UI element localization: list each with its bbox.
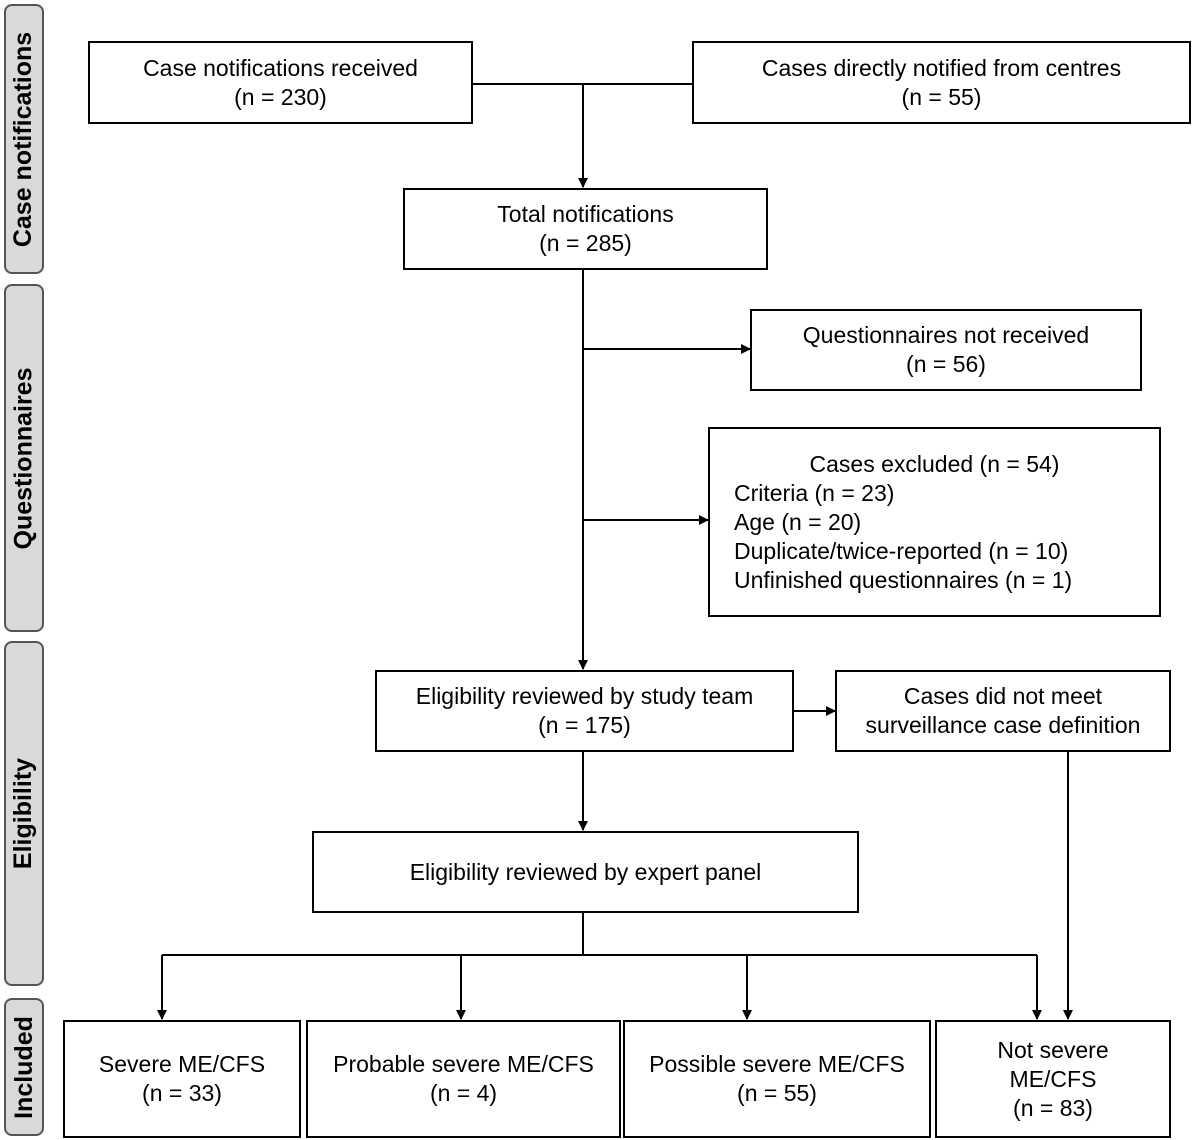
box-did-not-meet-line1: Cases did not meet	[903, 683, 1103, 709]
box-study-team-review-count: (n = 175)	[538, 712, 631, 738]
box-not-severe: Not severe ME/CFS (n = 83)	[935, 1020, 1171, 1138]
box-cases-excluded-title: Cases excluded (n = 54)	[809, 450, 1060, 477]
box-probable-severe: Probable severe ME/CFS (n = 4)	[306, 1020, 621, 1138]
phase-questionnaires-label: Questionnaires	[9, 367, 38, 549]
box-severe: Severe ME/CFS (n = 33)	[63, 1020, 301, 1138]
excluded-item-unfinished: Unfinished questionnaires (n = 1)	[734, 566, 1073, 593]
box-expert-panel-review-title: Eligibility reviewed by expert panel	[409, 858, 762, 885]
box-study-team-review-title: Eligibility reviewed by study team	[415, 683, 754, 709]
box-possible-severe-count: (n = 55)	[737, 1080, 817, 1106]
box-not-severe-line2: ME/CFS	[1009, 1065, 1097, 1092]
box-probable-severe-title: Probable severe ME/CFS	[333, 1051, 594, 1077]
box-directly-notified-count: (n = 55)	[901, 83, 982, 110]
box-study-team-review: Eligibility reviewed by study team (n = …	[375, 670, 794, 752]
box-questionnaires-not-received-title: Questionnaires not received	[802, 322, 1090, 348]
box-total-notifications-count: (n = 285)	[539, 230, 632, 256]
excluded-item-duplicate: Duplicate/twice-reported (n = 10)	[734, 537, 1069, 564]
box-expert-panel-review: Eligibility reviewed by expert panel	[312, 831, 859, 913]
box-directly-notified: Cases directly notified from centres (n …	[692, 41, 1191, 124]
excluded-item-age: Age (n = 20)	[734, 508, 862, 535]
box-notifications-received-title: Case notifications received	[143, 54, 418, 81]
box-notifications-received-count: (n = 230)	[234, 83, 327, 110]
box-severe-count: (n = 33)	[142, 1080, 222, 1106]
box-not-severe-line1: Not severe	[997, 1036, 1109, 1063]
box-possible-severe: Possible severe ME/CFS (n = 55)	[623, 1020, 931, 1138]
phase-eligibility-label: Eligibility	[9, 757, 38, 870]
phase-eligibility: Eligibility	[4, 641, 44, 986]
box-total-notifications: Total notifications (n = 285)	[403, 188, 768, 270]
phase-case-notifications-label: Case notifications	[9, 31, 38, 247]
box-cases-excluded: Cases excluded (n = 54) Criteria (n = 23…	[708, 427, 1161, 617]
phase-questionnaires: Questionnaires	[4, 284, 44, 632]
excluded-item-criteria: Criteria (n = 23)	[734, 479, 895, 506]
box-did-not-meet-definition: Cases did not meet surveillance case def…	[835, 670, 1171, 752]
box-severe-title: Severe ME/CFS	[98, 1051, 266, 1077]
box-possible-severe-title: Possible severe ME/CFS	[649, 1051, 905, 1077]
box-notifications-received: Case notifications received (n = 230)	[88, 41, 473, 124]
box-did-not-meet-line2: surveillance case definition	[865, 712, 1141, 738]
phase-included-label: Included	[9, 1015, 38, 1119]
phase-case-notifications: Case notifications	[4, 4, 44, 274]
box-questionnaires-not-received-count: (n = 56)	[906, 351, 986, 377]
box-total-notifications-title: Total notifications	[497, 201, 674, 227]
box-questionnaires-not-received: Questionnaires not received (n = 56)	[750, 309, 1142, 391]
box-probable-severe-count: (n = 4)	[429, 1080, 498, 1106]
box-not-severe-count: (n = 83)	[1013, 1094, 1093, 1121]
phase-included: Included	[4, 998, 44, 1136]
box-directly-notified-title: Cases directly notified from centres	[761, 54, 1122, 81]
